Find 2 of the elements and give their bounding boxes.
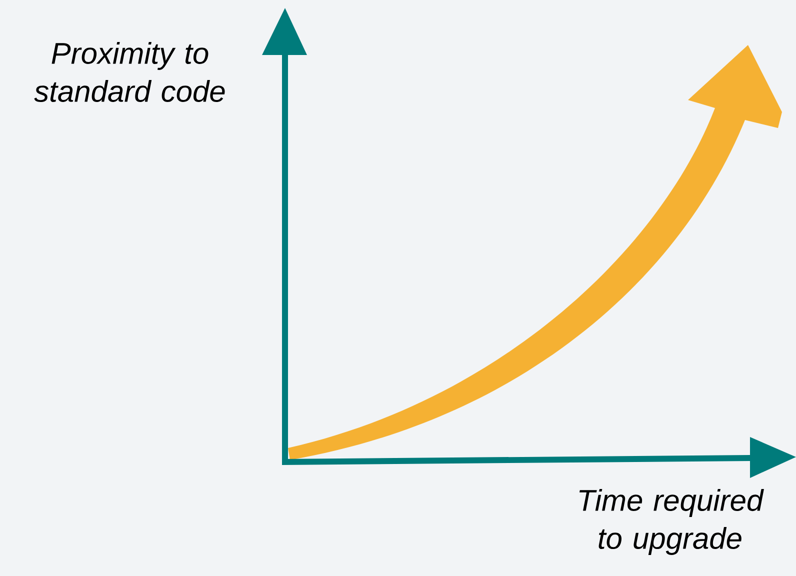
axis-label: Time required to upgrade — [579, 489, 764, 555]
axis-label: Proximity to standard code — [34, 42, 225, 102]
